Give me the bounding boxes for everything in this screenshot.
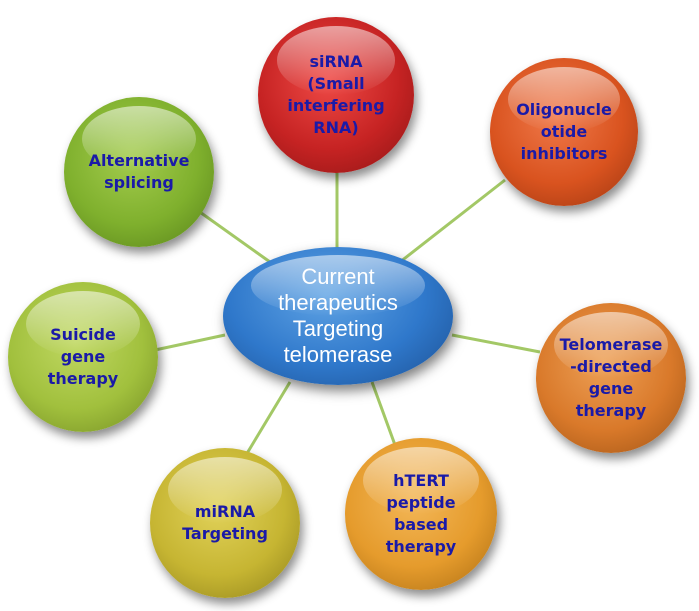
node-htert-peptide-based-therapy: hTERT peptide based therapy [345, 438, 497, 590]
node-oligonucleotide-label: Oligonucle otide inhibitors [516, 100, 612, 163]
connector-suicide [154, 333, 226, 352]
center-node: Current therapeutics Targeting telomeras… [223, 247, 453, 385]
connector-alt [189, 203, 271, 264]
node-suicide-gene-therapy-label: Suicide gene therapy [47, 325, 119, 388]
node-htert-label: hTERT peptide based therapy [385, 471, 457, 556]
node-telomerase-directed-gene-therapy: Telomerase -directed gene therapy [536, 303, 686, 453]
node-alternative-splicing-label: Alternative splicing [88, 151, 190, 192]
node-suicide-gene-therapy: Suicide gene therapy [8, 282, 158, 432]
node-telomerase-directed-label: Telomerase -directed gene therapy [559, 335, 663, 420]
node-mirna-targeting: miRNA Targeting [150, 448, 300, 598]
node-oligonucleotide-inhibitors: Oligonucle otide inhibitors [490, 58, 638, 206]
connector-oligo [399, 178, 506, 264]
connector-tel [451, 333, 541, 354]
center-node-label: Current therapeutics Targeting telomeras… [278, 264, 398, 367]
node-alternative-splicing: Alternative splicing [64, 97, 214, 247]
node-sirna-label: siRNA (Small interfering RNA) [287, 52, 385, 137]
node-mirna-targeting-label: miRNA Targeting [182, 502, 268, 543]
connector-htert [370, 381, 397, 446]
node-sirna: siRNA (Small interfering RNA) [258, 17, 414, 173]
